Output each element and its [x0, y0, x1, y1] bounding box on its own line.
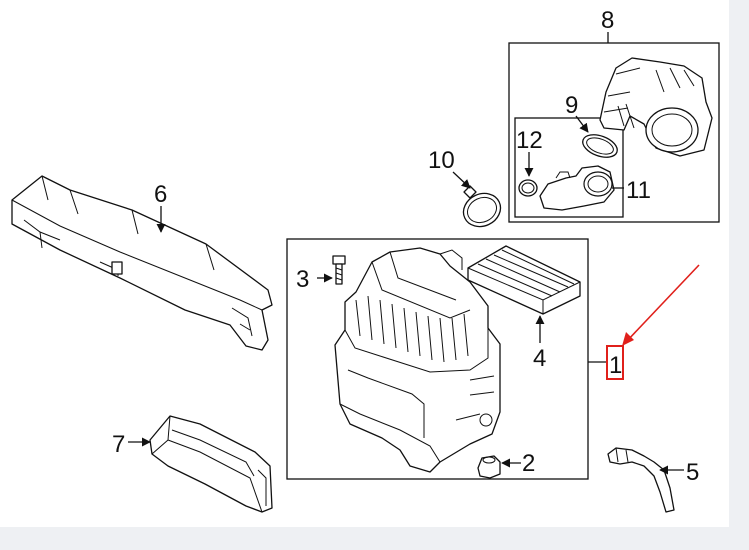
parts-diagram: 1 2 3 4 5 6 7 8 9 10 11 12: [11, 7, 720, 513]
part-hose-clamp[interactable]: [458, 185, 506, 233]
parts-diagram-canvas: 1 2 3 4 5 6 7 8 9 10 11 12: [0, 0, 729, 527]
part-breather-hose[interactable]: [607, 447, 675, 513]
part-grommet[interactable]: [477, 455, 501, 479]
callout-11: 11: [626, 177, 651, 204]
callout-4: 4: [533, 345, 546, 372]
part-small-clamp[interactable]: [580, 130, 621, 161]
part-air-filter[interactable]: [467, 245, 581, 315]
callout-5: 5: [686, 459, 699, 486]
callout-3: 3: [296, 266, 309, 293]
callout-9: 9: [565, 92, 578, 119]
leader-part-10: [452, 171, 471, 189]
callout-8: 8: [601, 7, 614, 34]
part-air-cleaner-housing[interactable]: [334, 247, 501, 473]
leader-part-9: [575, 115, 589, 133]
highlight-arrow: [625, 264, 700, 343]
callout-6: 6: [154, 181, 167, 208]
group-box-clamp-kit: [514, 117, 624, 218]
highlight-arrowhead: [622, 332, 634, 346]
group-box-outlet-hose: [508, 42, 720, 223]
part-outlet-hose[interactable]: [599, 57, 713, 157]
part-intake-duct[interactable]: [11, 175, 273, 351]
group-box-air-cleaner: [286, 238, 589, 480]
part-seal-ring[interactable]: [518, 179, 538, 197]
callout-2: 2: [522, 450, 535, 477]
callout-7: 7: [112, 431, 125, 458]
part-intake-inlet[interactable]: [149, 415, 273, 513]
callout-10: 10: [428, 147, 455, 174]
part-resonator[interactable]: [539, 165, 615, 211]
callout-1: 1: [609, 352, 622, 379]
highlight-box-part-1: [606, 345, 624, 380]
part-bolt[interactable]: [332, 255, 346, 285]
callout-12: 12: [516, 127, 543, 154]
